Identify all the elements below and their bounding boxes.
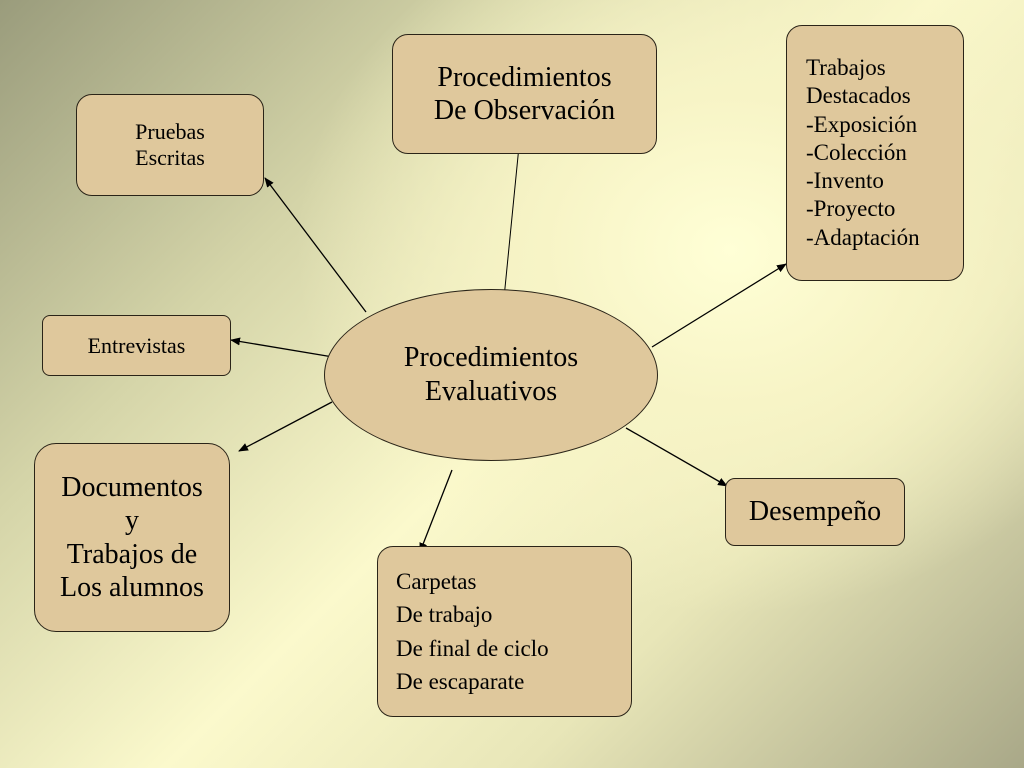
node-line: Documentos bbox=[61, 472, 203, 504]
connector-to-trabajos-destacados bbox=[651, 263, 787, 348]
node-trabajos-destacados: Trabajos Destacados -Exposición -Colecci… bbox=[786, 25, 964, 281]
connector-to-carpetas bbox=[419, 469, 453, 553]
node-line: Desempeño bbox=[748, 496, 882, 528]
node-line: y bbox=[125, 505, 139, 537]
node-line: -Invento bbox=[806, 168, 884, 194]
node-line: De final de ciclo bbox=[396, 635, 549, 661]
node-line: -Adaptación bbox=[806, 224, 920, 250]
node-documentos-trabajos: Documentos y Trabajos de Los alumnos bbox=[34, 443, 230, 632]
connector-to-documentos bbox=[238, 401, 333, 452]
node-carpetas: Carpetas De trabajo De final de ciclo De… bbox=[377, 546, 632, 717]
node-procedimientos-observacion: Procedimientos De Observación bbox=[392, 34, 657, 154]
node-line: Pruebas bbox=[135, 119, 205, 145]
node-line: -Colección bbox=[806, 139, 907, 165]
center-node-line: Evaluativos bbox=[424, 376, 558, 407]
node-line: Escritas bbox=[135, 145, 205, 170]
connector-to-entrevistas bbox=[230, 337, 334, 358]
node-line: Carpetas bbox=[396, 568, 477, 594]
node-line: De escaparate bbox=[396, 668, 525, 694]
center-node-line: Procedimientos bbox=[403, 341, 579, 373]
node-line: -Exposición bbox=[806, 111, 918, 137]
node-line: Entrevistas bbox=[87, 332, 186, 358]
node-line: -Proyecto bbox=[806, 196, 896, 222]
node-entrevistas: Entrevistas bbox=[42, 315, 231, 376]
node-line: Los alumnos bbox=[60, 571, 204, 603]
center-node-procedimientos-evaluativos: Procedimientos Evaluativos bbox=[324, 289, 658, 461]
node-line: Trabajos de bbox=[66, 538, 198, 570]
connector-to-pruebas-escritas bbox=[264, 177, 367, 313]
node-desempeno: Desempeño bbox=[725, 478, 905, 546]
connector-to-desempeno bbox=[625, 427, 728, 487]
node-line: De Observación bbox=[433, 95, 616, 126]
node-line: Procedimientos bbox=[437, 61, 612, 93]
node-line: Destacados bbox=[806, 83, 911, 109]
node-line: Trabajos bbox=[806, 55, 886, 81]
connector-to-observacion bbox=[503, 135, 521, 299]
node-pruebas-escritas: Pruebas Escritas bbox=[76, 94, 264, 196]
node-line: De trabajo bbox=[396, 602, 493, 628]
